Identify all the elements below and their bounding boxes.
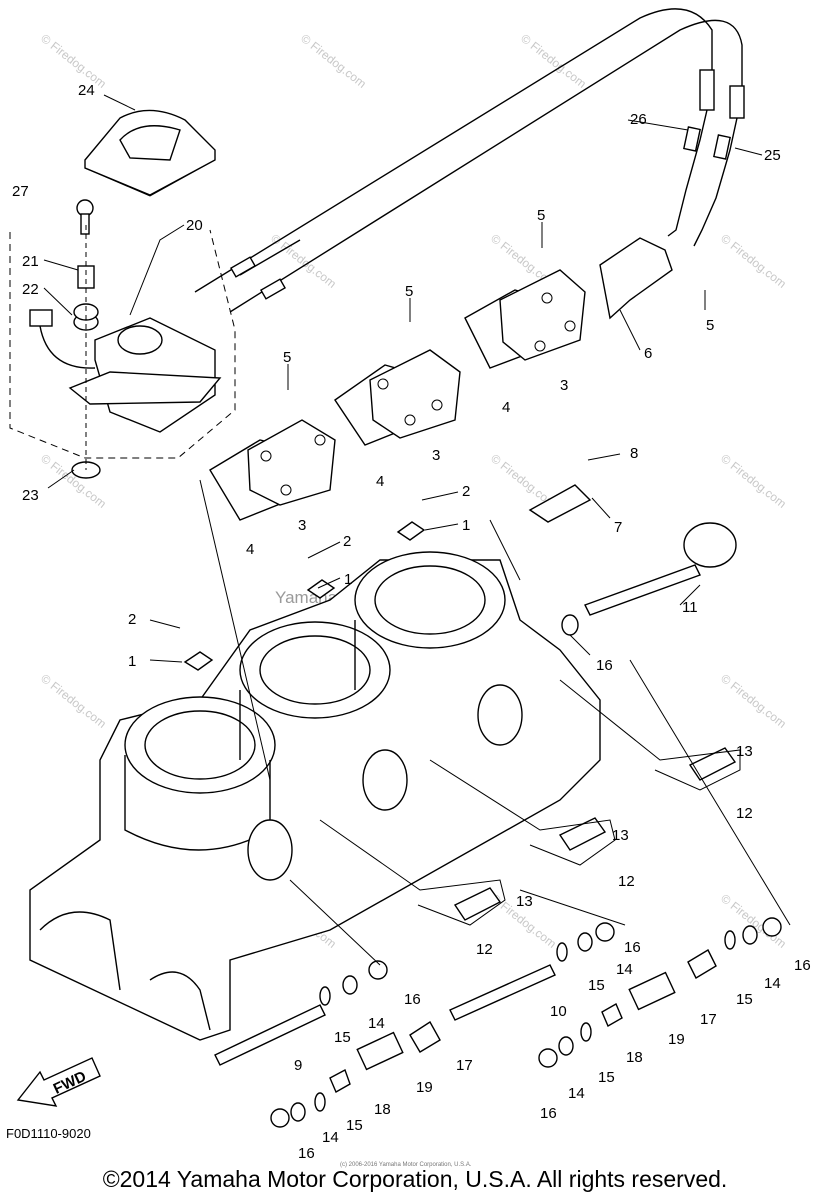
callout-23: 23 [22,487,39,504]
starter-relay-assembly [9,109,236,479]
leader-lines [43,94,763,663]
callout-9: 9 [294,1057,302,1074]
cylinder-covers [209,237,673,521]
callout-11: 11 [682,599,698,616]
callout-3: 3 [560,377,568,394]
callout-14: 14 [322,1129,339,1146]
callout-17: 17 [700,1011,717,1028]
callout-16: 16 [298,1145,315,1162]
callout-15: 15 [598,1069,615,1086]
callout-16: 16 [540,1105,557,1122]
callout-3: 3 [432,447,440,464]
callout-12: 12 [618,873,635,890]
callout-13: 13 [516,893,533,910]
copyright-notice: ©2014 Yamaha Motor Corporation, U.S.A. A… [102,1166,728,1192]
callout-19: 19 [416,1079,433,1096]
micro-copyright: (c) 2006-2016 Yamaha Motor Corporation, … [340,1162,472,1168]
reference-lines [199,479,791,966]
watermark: © Firedog.com [38,451,109,511]
callout-4: 4 [502,399,510,416]
callout-15: 15 [334,1029,351,1046]
watermark: © Firedog.com [718,671,789,731]
callout-17: 17 [456,1057,473,1074]
callout-15: 15 [346,1117,363,1134]
callout-13: 13 [612,827,629,844]
callout-2: 2 [343,533,351,550]
callout-25: 25 [764,147,781,164]
callout-12: 12 [476,941,493,958]
callout-12: 12 [736,805,753,822]
callout-4: 4 [376,473,384,490]
engine-block [29,551,601,1041]
callout-27: 27 [12,183,29,200]
callout-18: 18 [626,1049,643,1066]
callouts: 24 27 20 21 22 23 26 25 5 5 5 5 6 3 3 3 … [12,82,811,1162]
callout-20: 20 [186,217,203,234]
callout-26: 26 [630,111,647,128]
callout-18: 18 [374,1101,391,1118]
callout-5: 5 [706,317,714,334]
watermark: © Firedog.com [38,31,109,91]
callout-13: 13 [736,743,753,760]
callout-1: 1 [462,517,470,534]
callout-5: 5 [283,349,291,366]
callout-19: 19 [668,1031,685,1048]
callout-22: 22 [22,281,39,298]
callout-14: 14 [616,961,633,978]
throttle-cables [194,8,745,313]
callout-6: 6 [644,345,652,362]
callout-4: 4 [246,541,254,558]
diagram-code: F0D1110-9020 [6,1126,91,1141]
callout-14: 14 [368,1015,385,1032]
callout-5: 5 [405,283,413,300]
watermark: © Firedog.com [718,231,789,291]
callout-21: 21 [22,253,39,270]
callout-14: 14 [764,975,781,992]
callout-1: 1 [128,653,136,670]
callout-7: 7 [614,519,622,536]
callout-5: 5 [537,207,545,224]
callout-14: 14 [568,1085,585,1102]
callout-8: 8 [630,445,638,462]
callout-16: 16 [794,957,811,974]
watermark: © Firedog.com [298,31,369,91]
callout-15: 15 [588,977,605,994]
callout-16: 16 [624,939,641,956]
callout-2: 2 [128,611,136,628]
watermark: © Firedog.com [718,451,789,511]
watermark: © Firedog.com [518,31,589,91]
callout-24: 24 [78,82,95,99]
throttle-shafts [183,484,782,1128]
callout-1: 1 [344,571,352,588]
callout-3: 3 [298,517,306,534]
callout-15: 15 [736,991,753,1008]
forward-arrow-icon: FWD [16,1057,101,1107]
watermark: © Firedog.com [38,671,109,731]
callout-16: 16 [596,657,613,674]
callout-16: 16 [404,991,421,1008]
callout-10: 10 [550,1003,567,1020]
callout-2: 2 [462,483,470,500]
